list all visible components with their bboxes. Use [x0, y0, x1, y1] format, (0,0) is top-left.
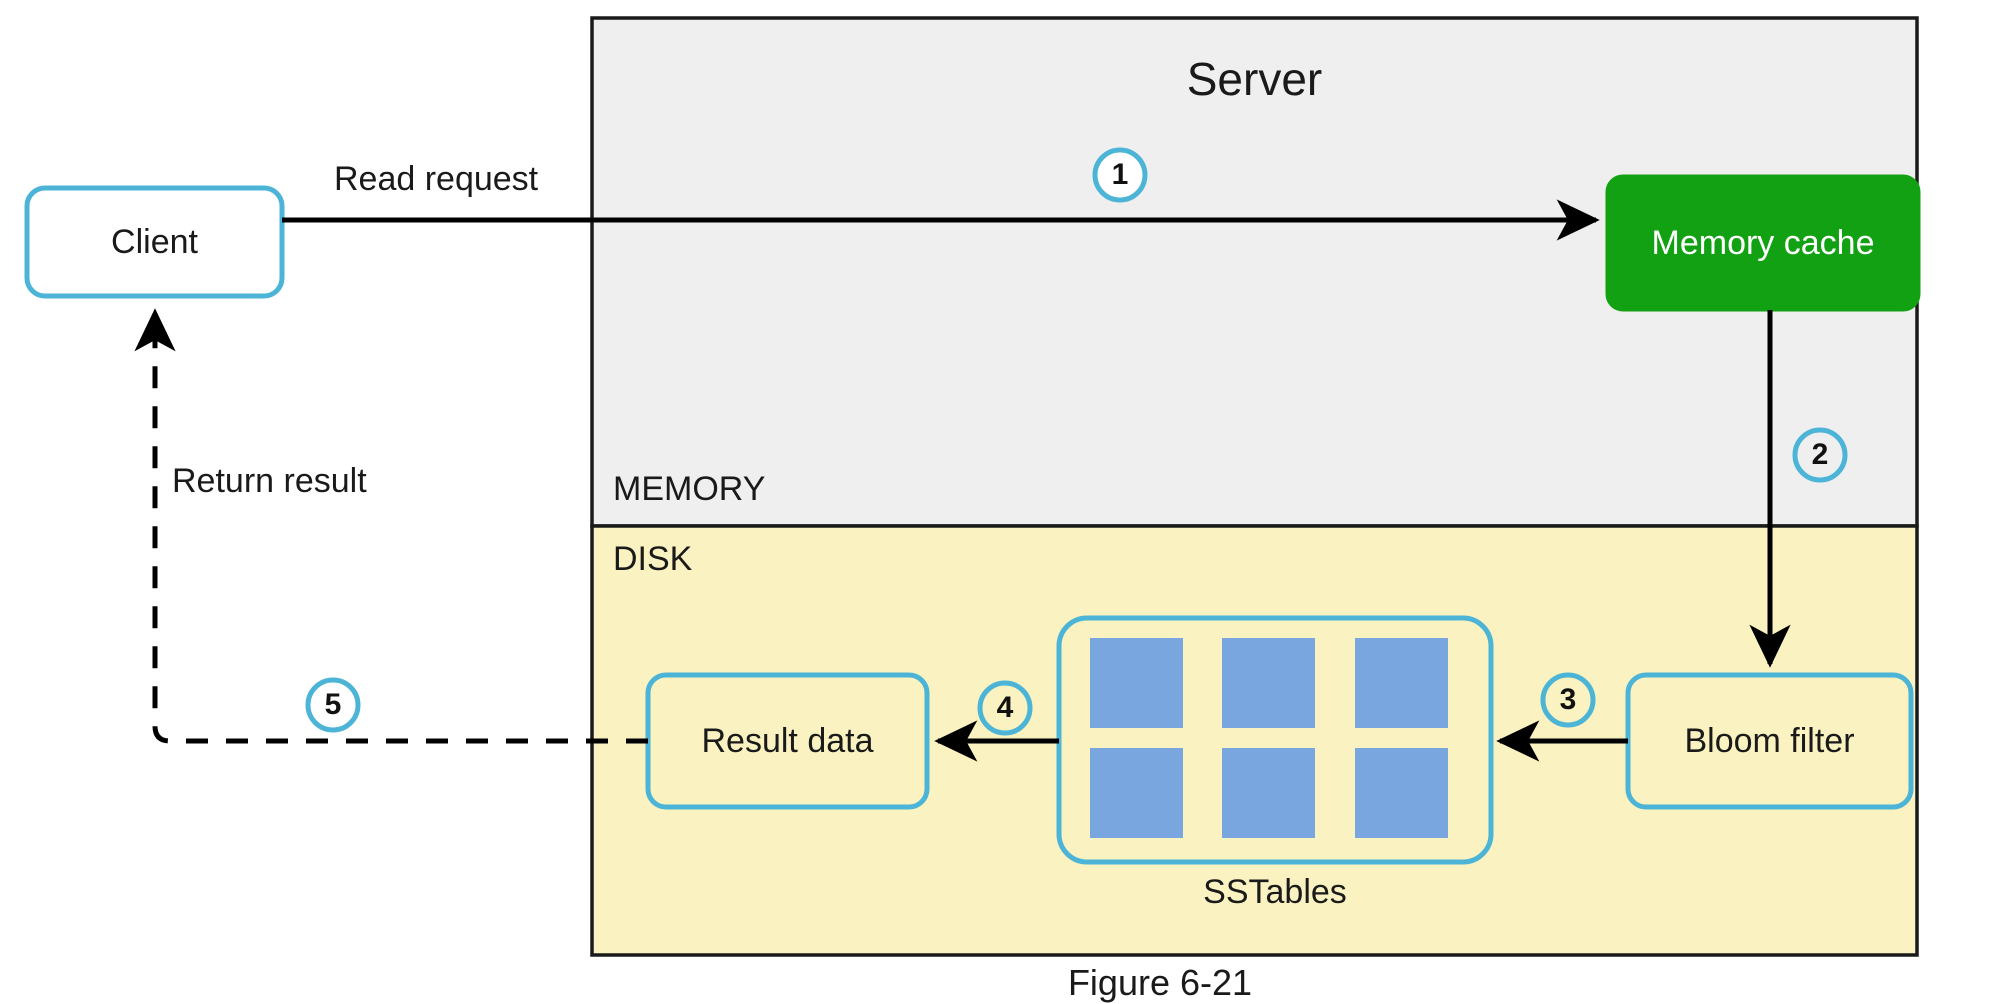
- sstable-cell: [1355, 638, 1448, 728]
- badge-circle-4: [977, 680, 1033, 736]
- badge-circle-3: [1540, 672, 1596, 728]
- badge-label-5: 5: [324, 688, 342, 721]
- sstable-cell: [1222, 638, 1315, 728]
- memory-label: MEMORY: [613, 470, 766, 508]
- badge-label-4: 4: [996, 691, 1014, 724]
- sstable-cell: [1222, 748, 1315, 838]
- badge-label-1: 1: [1111, 158, 1129, 191]
- sstable-cell: [1355, 748, 1448, 838]
- badge-circle-2: [1792, 427, 1848, 483]
- badge-circle-1: [1092, 147, 1148, 203]
- edge-return-result: [134, 308, 648, 744]
- sstable-cell: [1090, 638, 1183, 728]
- figure-caption: Figure 6-21: [1067, 962, 1253, 1003]
- server-title: Server: [1186, 53, 1323, 105]
- sstable-cell: [1090, 748, 1183, 838]
- disk-region: [590, 524, 1919, 957]
- edge-label-read-request: Read request: [334, 160, 539, 198]
- badge-circle-5: [305, 677, 361, 733]
- edge-label-return-result: Return result: [172, 462, 367, 500]
- badge-label-3: 3: [1559, 683, 1577, 716]
- badge-label-2: 2: [1811, 438, 1829, 471]
- memory-cache-box: [1605, 174, 1921, 312]
- disk-label: DISK: [613, 540, 693, 578]
- client-box: [24, 185, 285, 299]
